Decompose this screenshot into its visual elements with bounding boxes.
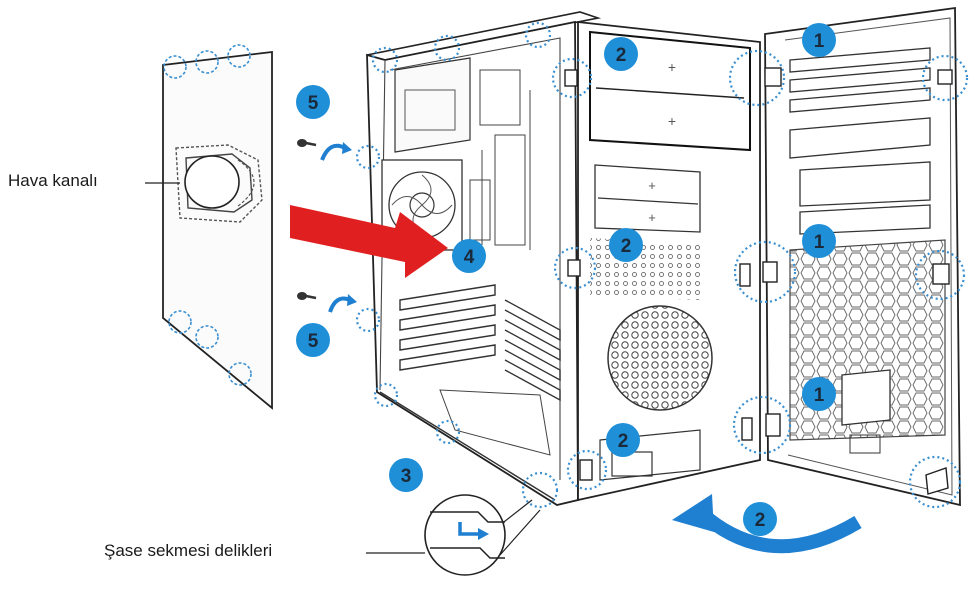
step-number: 2 bbox=[621, 236, 632, 257]
step-badge-1b: 1 bbox=[802, 224, 836, 258]
step-badge-5a: 5 bbox=[296, 85, 330, 119]
motherboard bbox=[469, 69, 531, 250]
panel-hook-callouts bbox=[163, 44, 252, 386]
tab-shapes bbox=[564, 67, 953, 495]
step-badge-1c: 1 bbox=[802, 377, 836, 411]
chassis-tab-holes-label: Şase sekmesi delikleri bbox=[104, 541, 273, 560]
swing-arrow-blue bbox=[672, 494, 862, 554]
step-badge-5b: 5 bbox=[296, 323, 330, 357]
step-number: 4 bbox=[464, 247, 475, 268]
front-bezel bbox=[764, 6, 961, 507]
svg-text:+: + bbox=[668, 113, 676, 129]
svg-text:+: + bbox=[668, 59, 676, 75]
tab-callouts bbox=[355, 21, 969, 509]
step-number: 5 bbox=[308, 93, 319, 114]
step-badges: 1 1 1 2 2 2 2 3 bbox=[296, 23, 836, 536]
step-badge-2c: 2 bbox=[606, 423, 640, 457]
step-badge-2b: 2 bbox=[609, 228, 643, 262]
step-number: 1 bbox=[814, 31, 825, 52]
screw-bottom bbox=[297, 292, 357, 313]
step-badge-3: 3 bbox=[389, 458, 423, 492]
expansion-slots bbox=[399, 284, 561, 402]
air-duct-label: Hava kanalı bbox=[8, 171, 98, 190]
step-number: 2 bbox=[616, 45, 627, 66]
screw-top bbox=[297, 139, 352, 161]
step-number: 1 bbox=[814, 232, 825, 253]
step-number: 1 bbox=[814, 385, 825, 406]
push-arrow-red bbox=[290, 205, 448, 278]
screws bbox=[297, 139, 357, 313]
step-badge-2d: 2 bbox=[743, 502, 777, 536]
side-panel bbox=[162, 44, 273, 410]
step-badge-1a: 1 bbox=[802, 23, 836, 57]
step-badge-2a: 2 bbox=[604, 37, 638, 71]
air-duct bbox=[175, 144, 263, 223]
step-badge-4: 4 bbox=[452, 239, 486, 273]
step-number: 5 bbox=[308, 331, 319, 352]
step-number: 3 bbox=[401, 466, 412, 487]
step-number: 2 bbox=[755, 510, 766, 531]
tab-hole-magnifier bbox=[424, 494, 541, 576]
svg-text:+: + bbox=[648, 210, 656, 225]
step-number: 2 bbox=[618, 431, 629, 452]
svg-text:+: + bbox=[648, 178, 656, 193]
